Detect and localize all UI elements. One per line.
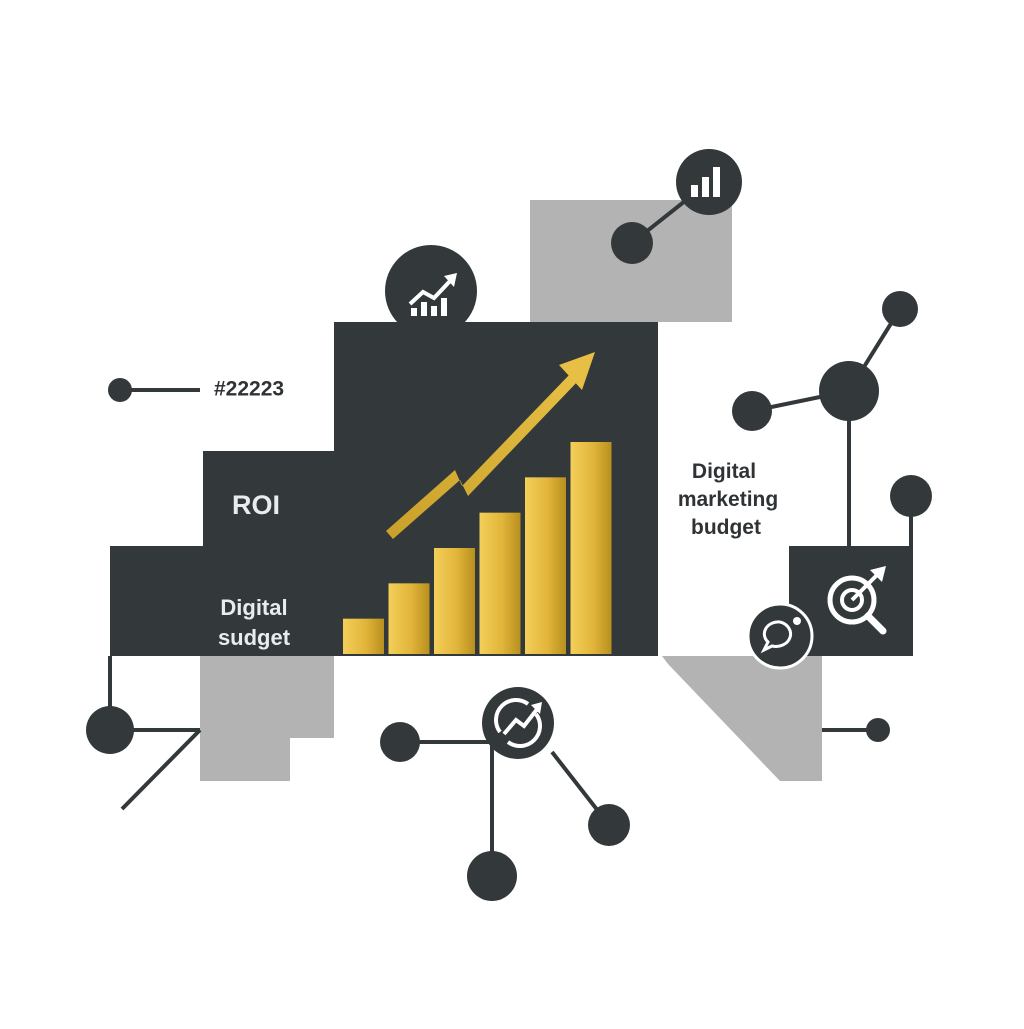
node: [732, 391, 772, 431]
code-label: #22223: [214, 378, 284, 401]
marketing-label-line3: budget: [691, 516, 761, 539]
node: [882, 291, 918, 327]
target-search-icon: [827, 566, 887, 635]
connector-line: [120, 728, 202, 811]
roi-label: ROI: [232, 490, 280, 520]
gray-block-bottom-right: [662, 656, 822, 781]
bar: [525, 477, 566, 654]
marketing-label-line2: marketing: [678, 488, 778, 511]
bar: [570, 442, 612, 654]
bar: [388, 583, 430, 654]
node: [866, 718, 890, 742]
node: [890, 475, 932, 517]
node: [467, 851, 517, 901]
bar: [479, 512, 521, 654]
digital-sudget-label-line2: sudget: [218, 625, 291, 650]
node: [588, 804, 630, 846]
network-nodes: [86, 222, 932, 901]
node: [108, 378, 132, 402]
chat-bubble-icon: [746, 602, 814, 670]
node: [380, 722, 420, 762]
growth-cycle-icon: [482, 687, 554, 759]
gray-block-bottom-left: [200, 656, 334, 781]
node: [611, 222, 653, 264]
bar-chart-icon: [676, 149, 742, 215]
digital-sudget-label-line1: Digital: [220, 595, 287, 620]
bar: [343, 618, 384, 654]
trend-chart-icon: [385, 245, 477, 337]
node: [86, 706, 134, 754]
bar: [434, 548, 475, 654]
node: [819, 361, 879, 421]
rising-arrow: [386, 352, 595, 539]
dark-block-roi: [203, 451, 334, 656]
marketing-label-line1: Digital: [692, 460, 756, 483]
bar-group: [343, 442, 612, 654]
